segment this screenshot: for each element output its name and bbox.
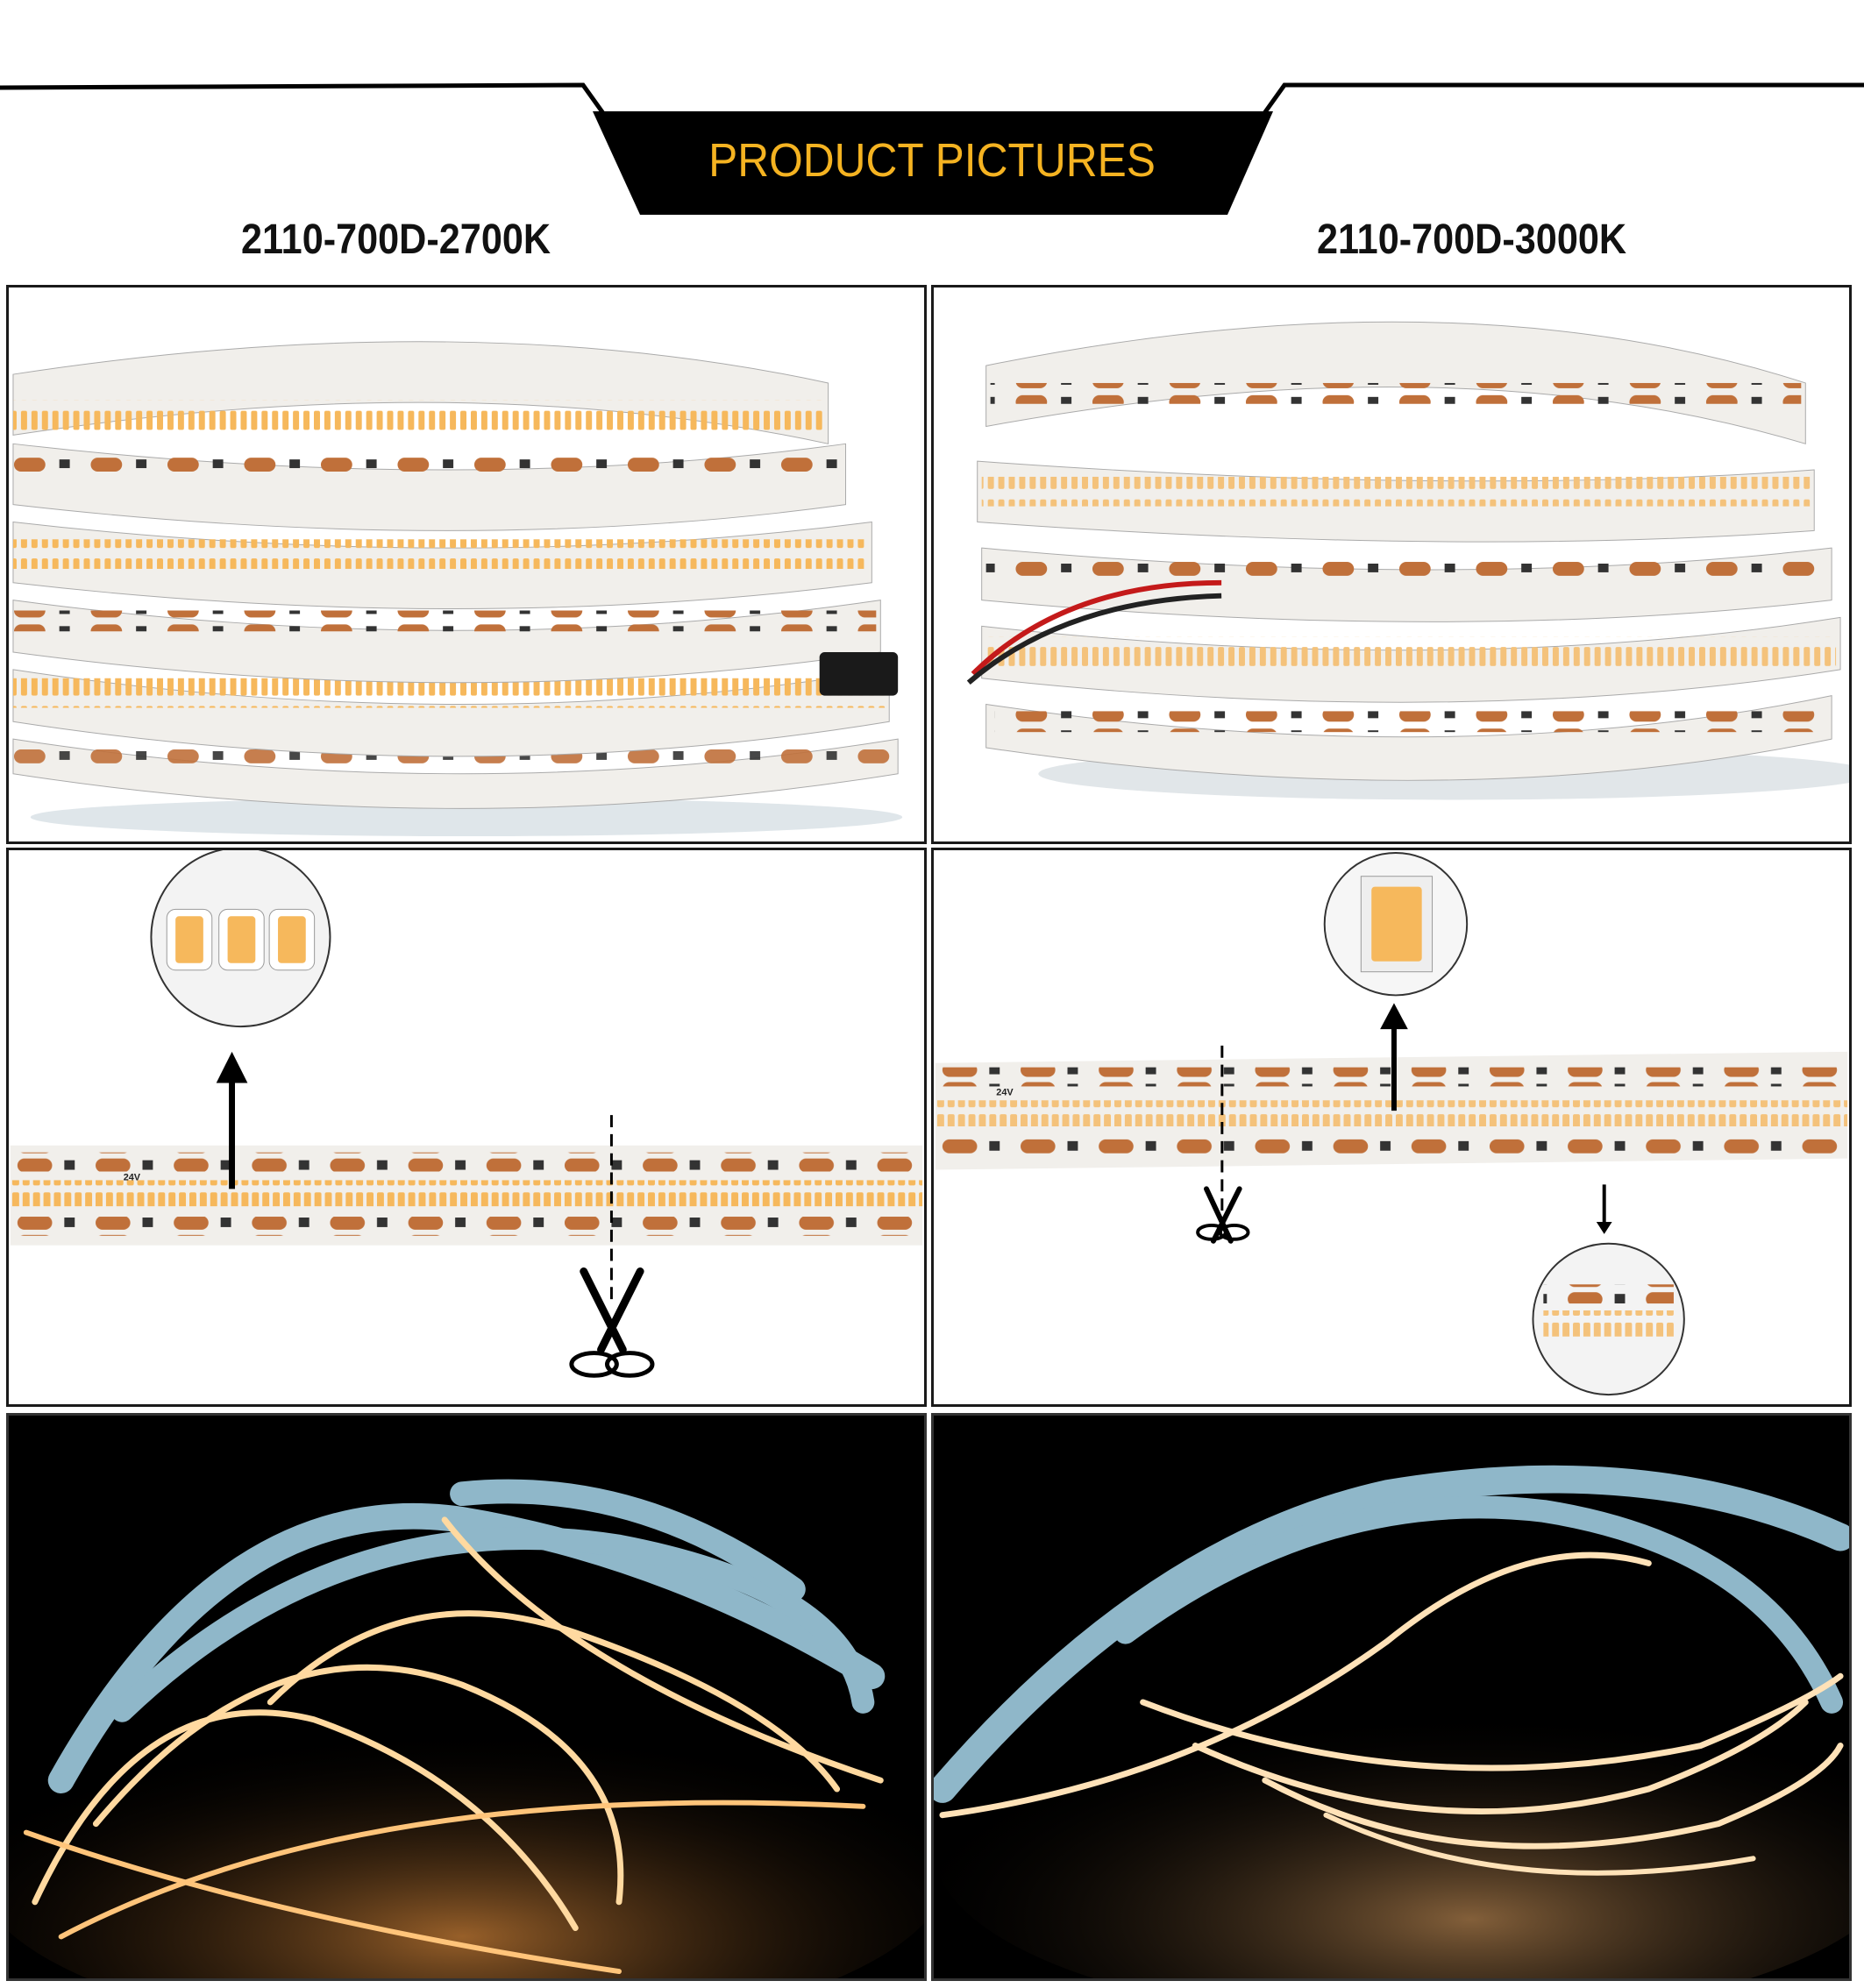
model-title-3000k: 2110-700D-3000K: [1317, 217, 1627, 263]
model-title-2700k: 2110-700D-2700K: [241, 217, 551, 263]
magnifier-circle-icon: [1532, 1242, 1685, 1396]
page-title: PRODUCT PICTURES: [708, 134, 1156, 187]
coil-photo-2700k: [6, 285, 927, 844]
arrow-up-icon: [1380, 1003, 1408, 1111]
coil-image: [12, 341, 903, 837]
magnifier-circle-icon: [1323, 851, 1469, 997]
voltage-label: 24V: [996, 1087, 1014, 1097]
coil-photo-3000k: [931, 285, 1852, 844]
coil-band-3: [981, 547, 1832, 622]
coil-band-3: [12, 600, 881, 684]
connector-icon: [819, 652, 899, 696]
coil-band-4: [977, 460, 1815, 543]
detail-diagram: 24V: [10, 850, 923, 1378]
detail-diagram-3000k: 24V: [931, 848, 1852, 1407]
scissors-icon: [569, 1267, 655, 1378]
arrow-up-icon: [216, 1051, 248, 1189]
coil-band-4: [12, 521, 872, 610]
coil-band-6: [12, 341, 829, 444]
coil-band-1: [985, 694, 1832, 781]
arrow-down-icon: [1596, 1184, 1612, 1234]
lit-photo-3000k: [931, 1413, 1852, 1981]
header-banner: [0, 82, 1864, 215]
wire-icon: [966, 579, 1222, 685]
detail-diagram: 24V: [935, 851, 1848, 1396]
detail-diagram-2700k: 24V: [6, 848, 927, 1407]
lit-strip-image: [934, 1416, 1849, 1978]
coil-band-2: [981, 616, 1841, 703]
coil-image: [966, 321, 1849, 800]
coil-band-5: [985, 321, 1806, 444]
strip-segment: 24V: [10, 1145, 923, 1246]
voltage-label: 24V: [124, 1172, 141, 1182]
coil-band-5: [12, 443, 847, 531]
lit-photo-2700k: [6, 1413, 927, 1981]
header-band: [593, 111, 1273, 215]
magnifier-circle-icon: [150, 850, 331, 1028]
lit-strip-image: [9, 1416, 924, 1978]
coil-band-2: [12, 669, 890, 757]
scissors-icon: [1196, 1186, 1250, 1244]
